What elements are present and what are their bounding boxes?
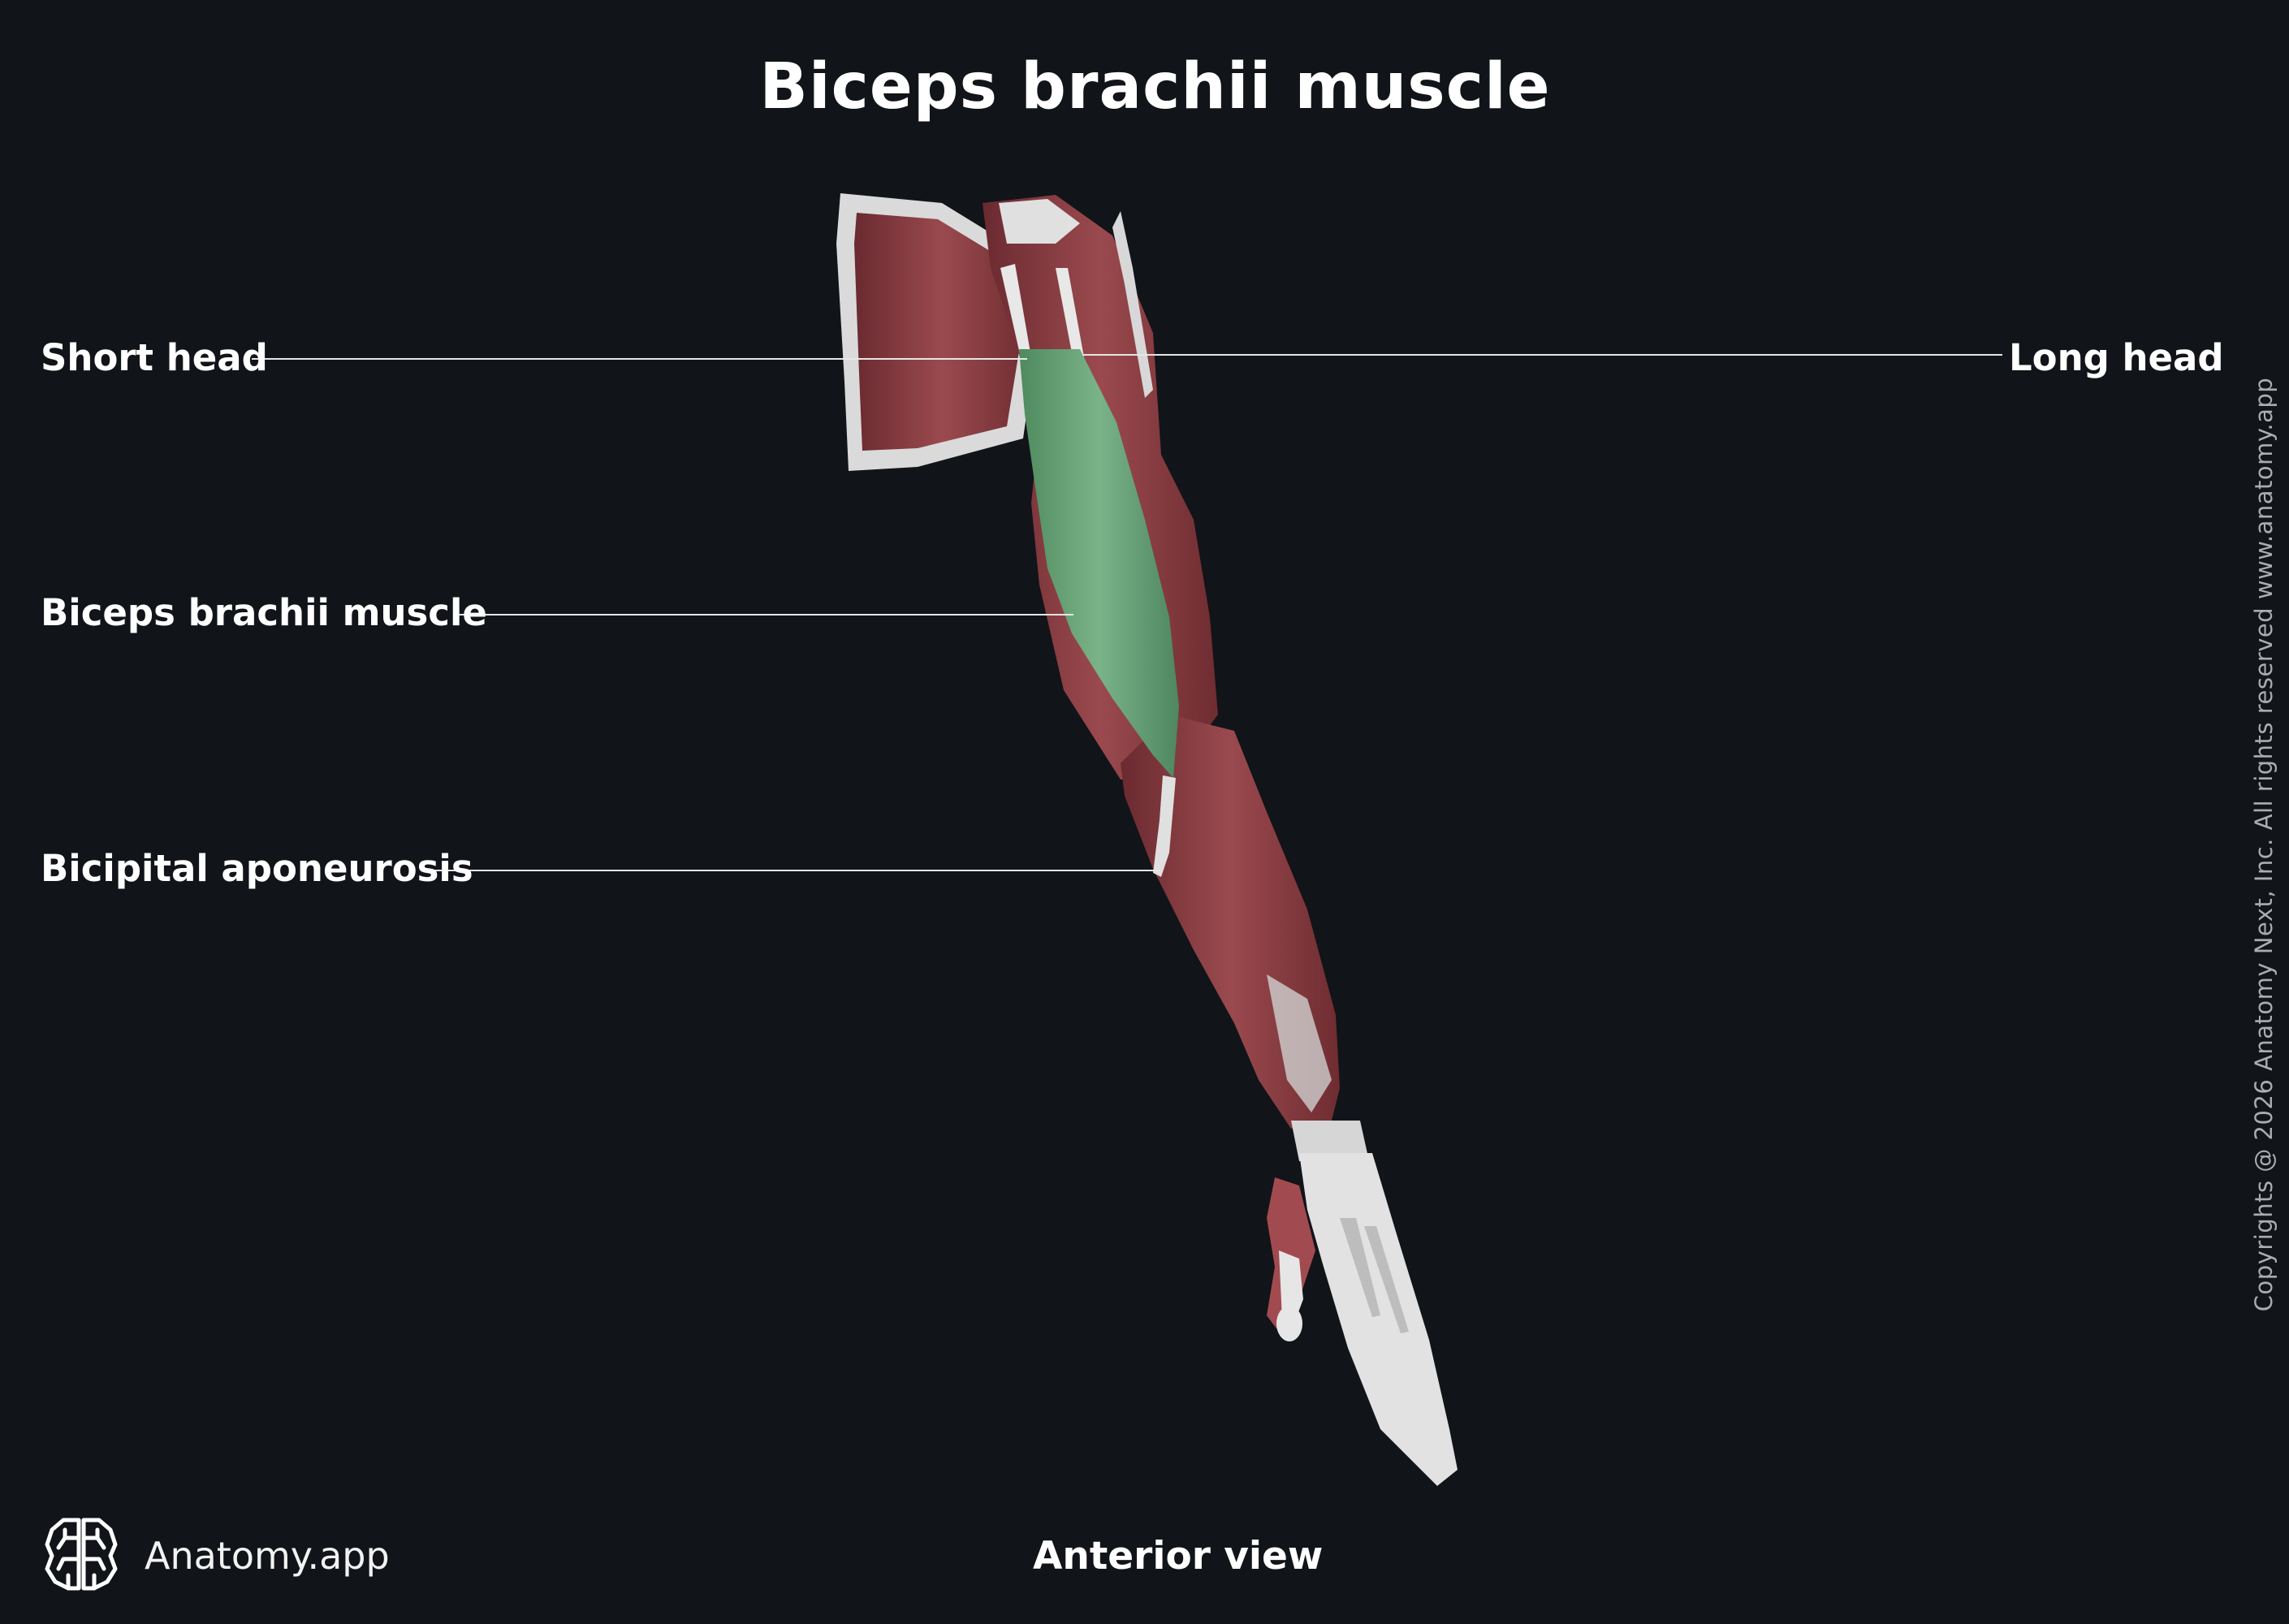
leader-lines xyxy=(252,354,2002,871)
label-long-head: Long head xyxy=(2009,336,2224,379)
view-caption: Anterior view xyxy=(1033,1534,1324,1579)
biceps-brachii-highlight xyxy=(1019,349,1179,778)
label-bicipital-aponeurosis: Bicipital aponeurosis xyxy=(41,847,473,890)
forearm xyxy=(1121,715,1340,1129)
label-short-head: Short head xyxy=(41,336,268,379)
page-title: Biceps brachii muscle xyxy=(759,50,1551,123)
brand-logo[interactable]: Anatomy.app xyxy=(41,1515,390,1596)
wrist-retinaculum xyxy=(1291,1121,1368,1161)
brain-icon xyxy=(41,1514,122,1598)
label-biceps-brachii: Biceps brachii muscle xyxy=(41,591,487,634)
biceps-tendons xyxy=(1000,264,1084,361)
copyright-notice: Copyrights @ 2026 Anatomy Next, Inc. All… xyxy=(2250,377,2278,1312)
brand-name: Anatomy.app xyxy=(145,1534,390,1578)
hand xyxy=(1267,1153,1458,1486)
bicipital-aponeurosis xyxy=(1153,775,1176,877)
